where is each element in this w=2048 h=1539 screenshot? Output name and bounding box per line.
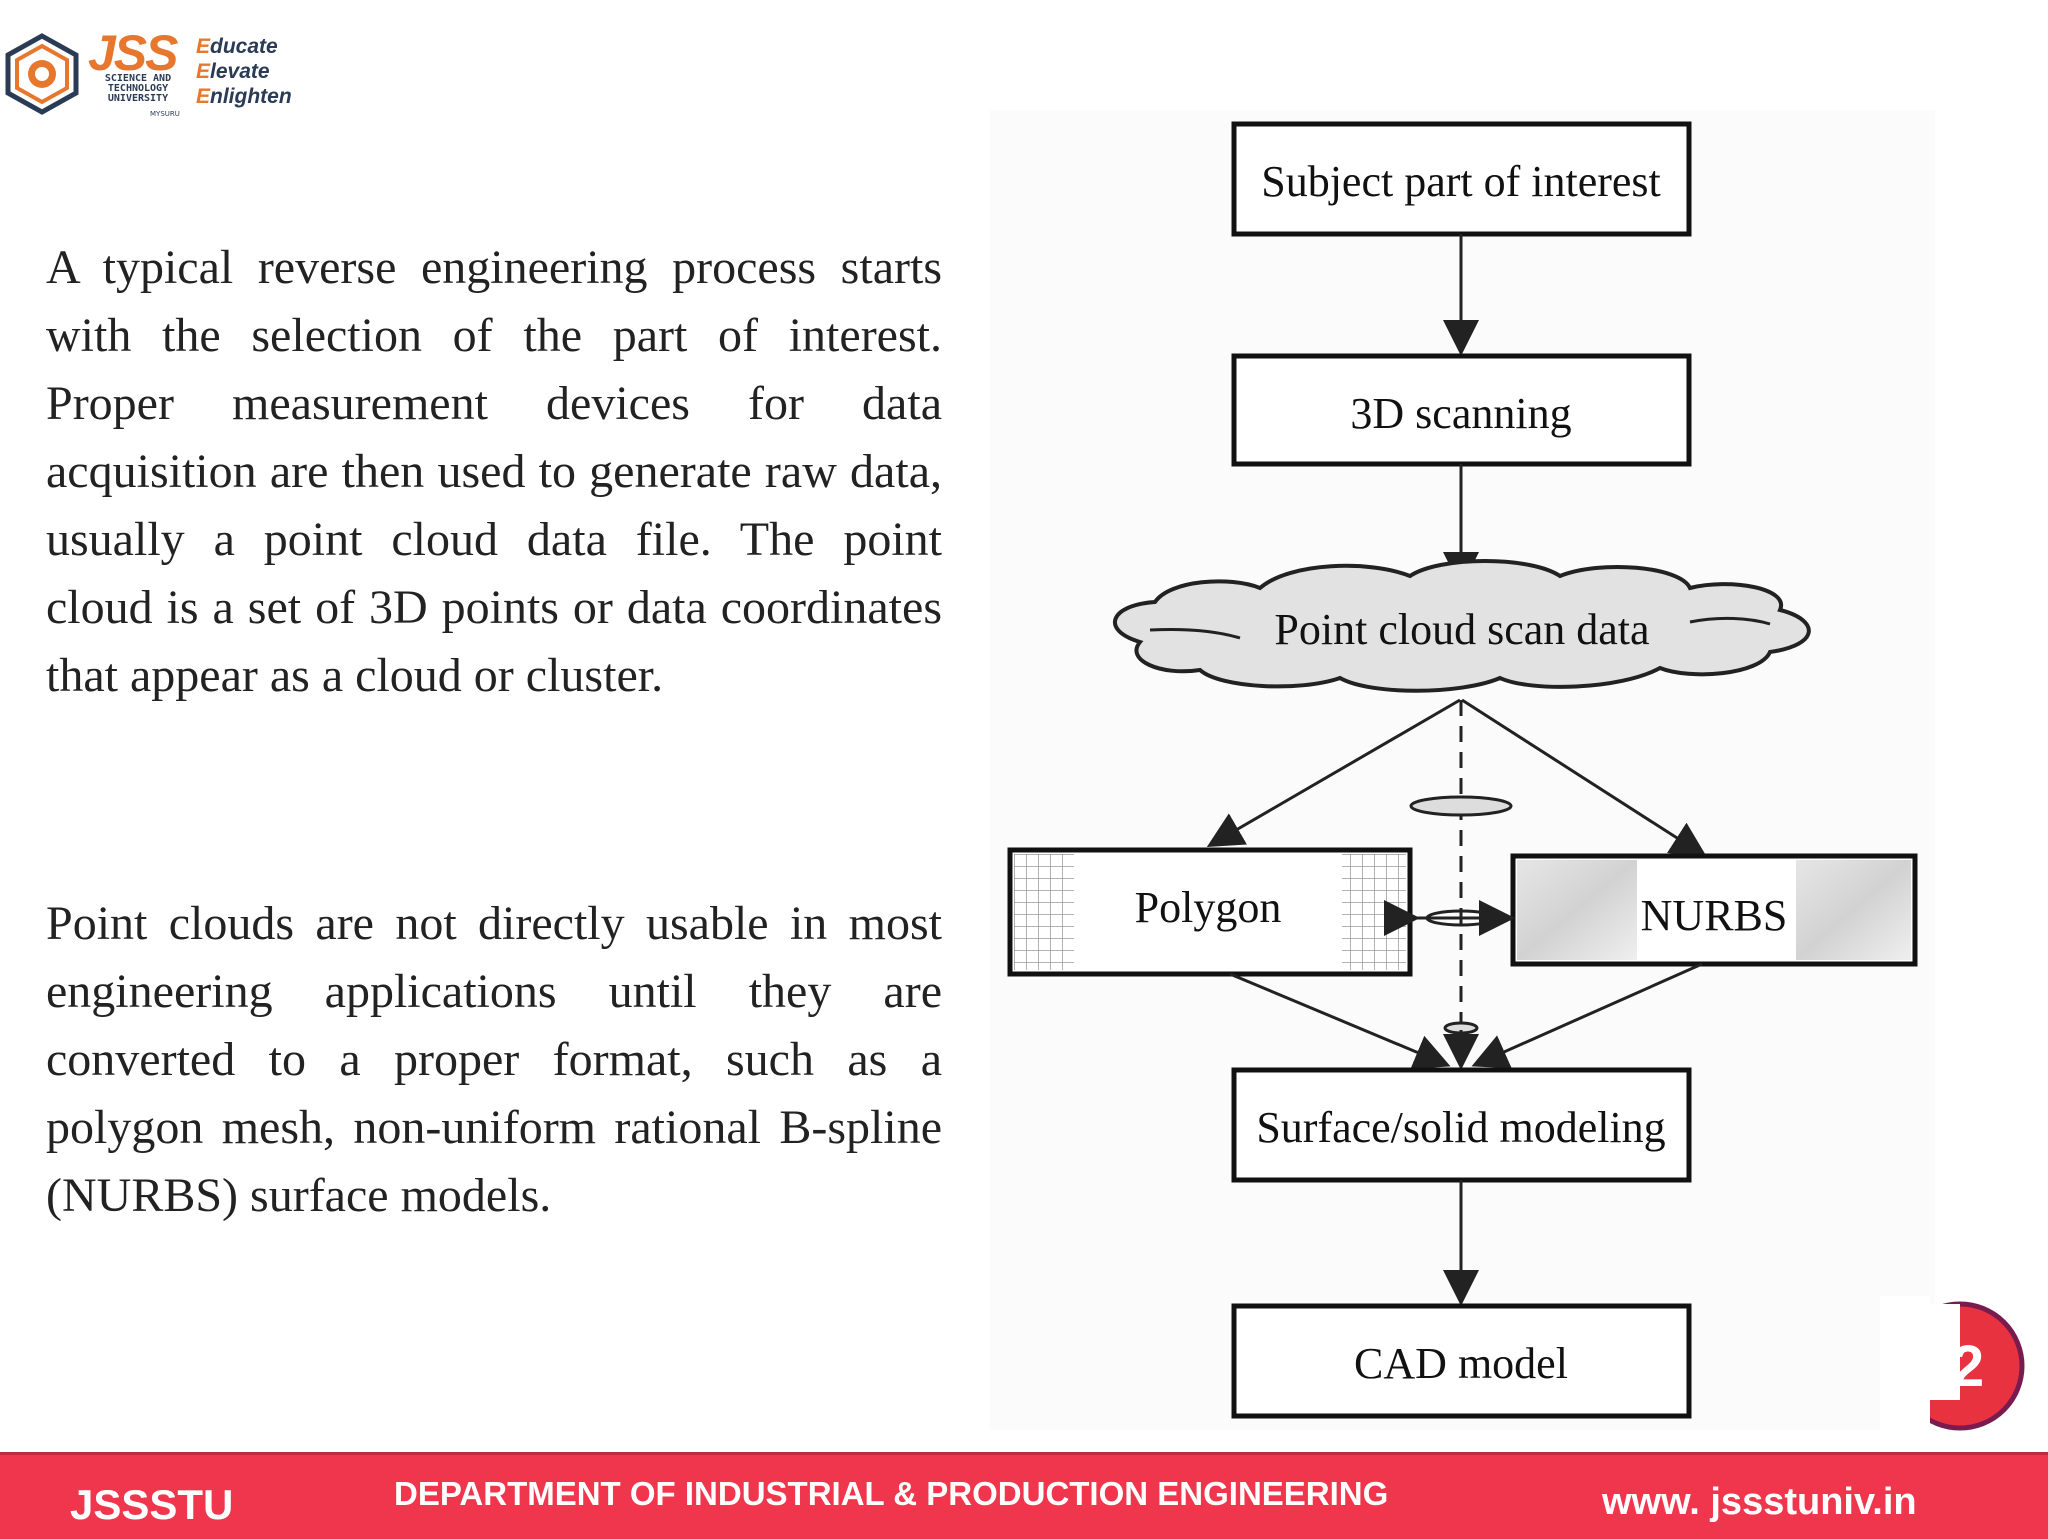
page-number-badge: 2 <box>1880 1296 2025 1436</box>
footer-university-code: JSSSTU <box>70 1481 234 1528</box>
page-number: 2 <box>1952 1334 1984 1399</box>
node-scanning-label: 3D scanning <box>1350 389 1571 438</box>
logo-city: MYSURU <box>150 110 180 118</box>
node-cad-model: CAD model <box>1231 1303 1692 1419</box>
reverse-engineering-flowchart: Subject part of interest 3D scanning Poi… <box>990 110 1935 1430</box>
node-subject-part: Subject part of interest <box>1231 121 1692 237</box>
node-modeling-label: Surface/solid modeling <box>1256 1103 1665 1152</box>
paragraph-point-cloud-conversion: Point clouds are not directly usable in … <box>46 897 942 1222</box>
node-nurbs-label: NURBS <box>1641 891 1788 940</box>
university-emblem-icon <box>5 33 79 115</box>
motto-line-1: Educate <box>196 35 278 58</box>
arrow-cloud-to-polygon <box>1206 698 1461 848</box>
node-polygon-label: Polygon <box>1135 883 1282 932</box>
node-cad-label: CAD model <box>1354 1339 1568 1388</box>
arrow-nurbs-to-modeling <box>1471 962 1703 1069</box>
direct-path-ellipse <box>1409 795 1513 817</box>
arrow-polygon-to-modeling <box>1229 972 1451 1070</box>
footer-department: DEPARTMENT OF INDUSTRIAL & PRODUCTION EN… <box>394 1475 1389 1512</box>
footer-website-link[interactable]: www. jssstuniv.in <box>1602 1481 1917 1523</box>
node-nurbs: NURBS <box>1510 853 1918 967</box>
motto-line-3: Enlighten <box>196 85 292 108</box>
node-point-cloud-label: Point cloud scan data <box>1274 605 1649 654</box>
node-point-cloud: Point cloud scan data <box>1113 559 1811 693</box>
footer-bar: JSSSTU DEPARTMENT OF INDUSTRIAL & PRODUC… <box>0 1452 2048 1539</box>
logo-wordmark: JSS <box>88 25 179 81</box>
node-surface-modeling: Surface/solid modeling <box>1231 1067 1692 1183</box>
node-3d-scanning: 3D scanning <box>1231 353 1692 467</box>
logo-motto: Educate Elevate Enlighten <box>196 34 292 109</box>
paragraph-point-cloud-intro: A typical reverse engineering process st… <box>46 241 942 702</box>
motto-line-2: Elevate <box>196 60 270 83</box>
node-polygon: Polygon <box>1007 847 1413 977</box>
university-logo: JSS SCIENCE AND TECHNOLOGY UNIVERSITY MY… <box>0 28 310 123</box>
node-subject-label: Subject part of interest <box>1261 157 1661 206</box>
logo-university-name: SCIENCE AND TECHNOLOGY UNIVERSITY <box>104 73 172 104</box>
arrow-cloud-to-nurbs <box>1461 698 1708 858</box>
